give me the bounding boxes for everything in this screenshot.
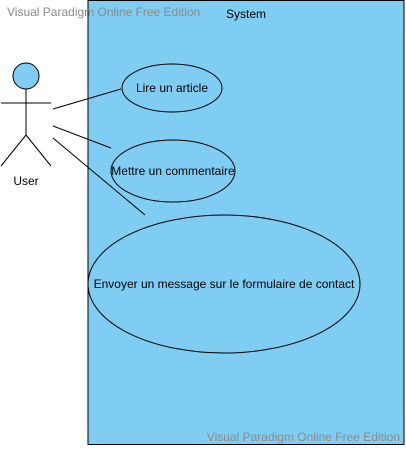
use-case-envoyer-un-message [87,214,361,354]
association-mettre-un-commentaire [52,125,112,149]
system-label: System [226,7,266,21]
actor-label: User [13,174,38,188]
watermark-top: Visual Paradigm Online Free Edition [7,5,201,19]
actor-right-leg [25,134,52,167]
use-case-label: Envoyer un message sur le formulaire de … [94,277,355,291]
association-envoyer-un-message [52,137,146,216]
actor-left-leg [0,134,27,167]
use-case-label: Mettre un commentaire [111,164,235,178]
association-lire-un-article [52,88,122,110]
actor-user [0,62,52,167]
use-case-mettre-un-commentaire [110,139,236,203]
use-case-label: Lire un article [136,81,208,95]
actor-head [12,62,40,90]
use-case-lire-un-article [121,63,223,113]
watermark-bottom: Visual Paradigm Online Free Edition [206,430,400,444]
